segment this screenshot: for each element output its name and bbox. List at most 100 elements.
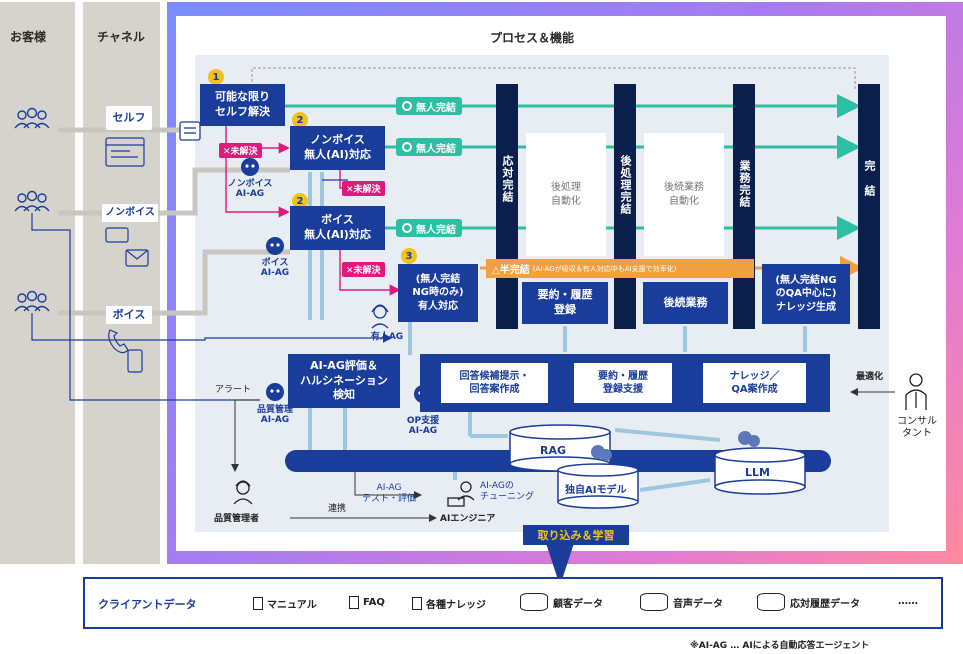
channel-self: セルフ xyxy=(106,106,152,130)
database-icon xyxy=(520,593,548,611)
response-complete-label: 応対完結 xyxy=(501,155,514,203)
quality-manager-icon xyxy=(233,480,253,505)
manual-item: マニュアル xyxy=(253,596,317,611)
answer-support-box: 回答候補提示・ 回答案作成 xyxy=(441,363,548,403)
consultant-icon xyxy=(905,373,927,410)
unmanned-complete-pill: 無人完結 xyxy=(396,97,462,115)
ai-engineer-label: AIエンジニア xyxy=(440,514,496,524)
circle-icon xyxy=(402,142,412,152)
followup-automation-box: 後続業務 自動化 xyxy=(644,133,724,256)
half-complete-bar: △半完結 (AI-AGが吸収＆有人対応中もAI支援で効率化) xyxy=(486,259,754,278)
web-page-icon xyxy=(105,137,145,167)
test-eval-label: AI-AG テスト・評価 xyxy=(362,483,417,504)
own-model-database-icon xyxy=(557,463,639,509)
unmanned-complete-pill: 無人完結 xyxy=(396,219,462,237)
brain-icon xyxy=(591,431,760,461)
database-icon xyxy=(640,593,668,611)
channel-voice: ボイス xyxy=(106,306,152,324)
document-icon xyxy=(253,597,263,610)
quality-manager-label: 品質管理者 xyxy=(214,514,260,524)
learn-arrow xyxy=(545,540,575,586)
self-solve-box: 可能な限り セルフ解決 xyxy=(200,84,285,126)
phone-icon xyxy=(108,329,143,373)
customer-group-icon xyxy=(14,107,50,129)
unsolved-badge: ✕未解決 xyxy=(342,262,385,277)
document-icon xyxy=(412,597,422,610)
complete-label: 完結 xyxy=(863,160,876,210)
item-label: FAQ xyxy=(363,597,385,608)
voice-ai-box: ボイス 無人(AI)対応 xyxy=(290,206,385,250)
item-label: 顧客データ xyxy=(553,598,603,610)
knowledge-gen-box: (無人完結NG のQA中心に) ナレッジ生成 xyxy=(762,264,850,324)
quality-agent-label: 品質管理 AI-AG xyxy=(256,405,293,426)
voice-data-item: 音声データ xyxy=(640,593,723,611)
alert-label: アラート xyxy=(215,385,252,395)
step-3-badge: 3 xyxy=(401,248,417,264)
headset-agent-icon xyxy=(371,304,389,329)
footnote: ※AI-AG … AIによる自動応答エージェント xyxy=(690,641,870,651)
complete-bar xyxy=(858,84,880,329)
post-complete-label: 後処理完結 xyxy=(619,155,632,215)
item-label: マニュアル xyxy=(267,600,317,611)
nonvoice-ai-box: ノンボイス 無人(AI)対応 xyxy=(290,126,385,170)
op-support-agent-label: OP支援 AI-AG xyxy=(406,416,440,437)
history-data-item: 応対履歴データ xyxy=(757,593,860,611)
voice-agent-label: ボイス AI-AG xyxy=(260,258,290,279)
customer-data-item: 顧客データ xyxy=(520,593,603,611)
own-model-label: 独自AIモデル xyxy=(565,485,627,496)
summary-support-box: 要約・履歴 登録支援 xyxy=(574,363,672,403)
document-icon xyxy=(349,596,359,609)
human-agent-label: 有人AG xyxy=(370,332,404,342)
pill-label: 無人完結 xyxy=(416,224,456,236)
learn-tag: 取り込み＆学習 xyxy=(523,525,629,545)
consultant-label: コンサル タント xyxy=(897,416,937,439)
more-item: …… xyxy=(898,596,918,607)
chat-mail-icon xyxy=(105,227,149,267)
knowledge-item: 各種ナレッジ xyxy=(412,596,486,611)
self-service-icon xyxy=(179,121,201,141)
nonvoice-agent-label: ノンボイス AI-AG xyxy=(227,179,273,200)
pill-label: 無人完結 xyxy=(416,102,456,114)
circle-icon xyxy=(402,101,412,111)
half-complete-label: △半完結 xyxy=(492,265,530,276)
summary-history-box: 要約・履歴 登録 xyxy=(522,282,608,324)
unsolved-badge: ✕未解決 xyxy=(219,143,262,158)
unsolved-badge: ✕未解決 xyxy=(342,181,385,196)
post-automation-box: 後処理 自動化 xyxy=(526,133,606,256)
client-data-panel xyxy=(83,577,943,629)
optimize-label: 最適化 xyxy=(856,372,884,382)
customer-column xyxy=(0,2,75,564)
step-2-badge: 2 xyxy=(292,112,308,128)
tuning-label: AI-AGの チューニング xyxy=(480,481,535,502)
business-complete-label: 業務完結 xyxy=(738,160,751,208)
item-label: 各種ナレッジ xyxy=(426,600,486,611)
client-data-title: クライアントデータ xyxy=(98,598,197,611)
step-1-badge: 1 xyxy=(208,69,224,85)
process-header: プロセス＆機能 xyxy=(490,31,575,45)
customer-group-icon xyxy=(14,290,50,312)
llm-database-icon xyxy=(714,447,806,495)
knowledge-support-box: ナレッジ／ QA案作成 xyxy=(703,363,806,403)
half-complete-note: (AI-AGが吸収＆有人対応中もAI支援で効率化) xyxy=(532,264,677,273)
unmanned-complete-pill: 無人完結 xyxy=(396,138,462,156)
response-complete-bar xyxy=(496,84,518,329)
collab-label: 連携 xyxy=(328,504,347,514)
engineer-laptop-icon xyxy=(447,481,475,507)
database-icon xyxy=(757,593,785,611)
channel-header: チャネル xyxy=(97,30,145,44)
followup-task-box: 後続業務 xyxy=(643,282,728,324)
item-label: 応対履歴データ xyxy=(790,598,860,610)
channel-nonvoice: ノンボイス xyxy=(102,204,158,222)
step-2-badge: 2 xyxy=(292,193,308,209)
evaluation-box: AI-AG評価＆ ハルシネーション 検知 xyxy=(288,354,400,408)
customer-header: お客様 xyxy=(10,30,47,44)
human-box: (無人完結 NG時のみ) 有人対応 xyxy=(398,264,478,322)
rag-label: RAG xyxy=(540,444,567,457)
circle-icon xyxy=(402,223,412,233)
faq-item: FAQ xyxy=(349,596,385,609)
item-label: 音声データ xyxy=(673,598,723,610)
llm-label: LLM xyxy=(745,466,770,479)
customer-group-icon xyxy=(14,190,50,212)
pill-label: 無人完結 xyxy=(416,143,456,155)
